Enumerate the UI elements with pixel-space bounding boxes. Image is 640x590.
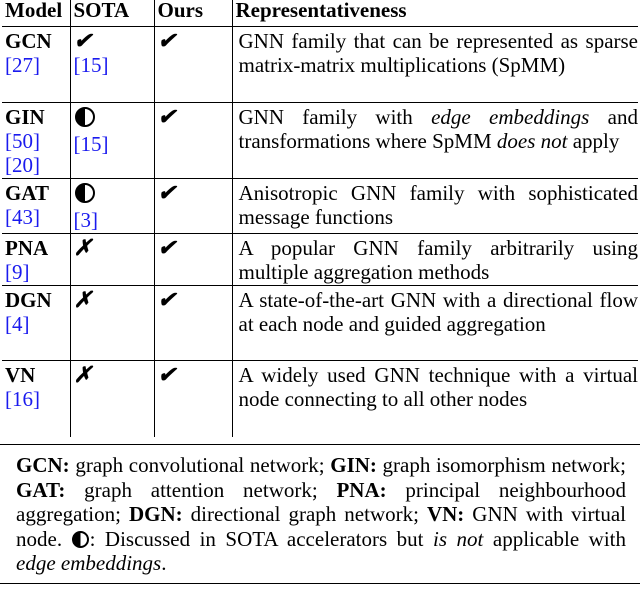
model-name: PNA xyxy=(5,236,49,260)
model-name: GCN xyxy=(5,29,52,53)
legend-emphasis: edge embeddings xyxy=(16,551,162,575)
table-header-row: Model SOTA Ours Representativeness xyxy=(2,0,638,27)
legend-def: : Discussed in SOTA accelerators but xyxy=(89,526,434,551)
sota-cell: ✗ xyxy=(70,233,155,286)
desc-emphasis: edge embeddings xyxy=(431,105,590,129)
representativeness-cell: A widely used GNN technique with a virtu… xyxy=(238,363,639,411)
ours-cell: ✔ xyxy=(154,26,233,103)
citation-link[interactable]: [3] xyxy=(73,208,99,232)
half-circle-icon xyxy=(74,107,95,127)
desc-text: apply xyxy=(567,129,620,153)
legend-term: PNA: xyxy=(336,477,387,502)
model-name: VN xyxy=(5,363,36,387)
legend-text: GCN: graph convolutional network; GIN: g… xyxy=(16,453,626,576)
legend-term: GCN: xyxy=(16,453,70,477)
model-cell: VN [16] xyxy=(2,360,71,437)
model-name: GAT xyxy=(5,181,49,205)
check-icon: ✔ xyxy=(157,287,176,312)
ours-cell: ✔ xyxy=(154,285,233,361)
representativeness-cell: A popular GNN family arbitrarily using m… xyxy=(232,233,638,286)
model-name: GIN xyxy=(5,105,45,129)
legend-term: GAT: xyxy=(16,477,66,502)
legend-def: GNN with virtual node. xyxy=(16,502,626,551)
citation-link[interactable]: [15] xyxy=(73,53,109,77)
ours-cell: ✔ xyxy=(154,233,233,286)
sota-cell: [15] xyxy=(70,102,155,179)
header-sota: SOTA xyxy=(70,0,155,27)
citation-link[interactable]: [9] xyxy=(5,260,30,284)
citation-link[interactable]: [43] xyxy=(5,205,40,229)
representativeness-cell: A state-of-the-art GNN with a directiona… xyxy=(232,285,638,361)
legend-def: directional graph network; xyxy=(182,502,427,526)
table-row: GIN [50] [20] [15] ✔ GNN family with edg… xyxy=(2,102,638,179)
check-icon: ✔ xyxy=(157,235,176,260)
citation-link[interactable]: [27] xyxy=(5,53,40,77)
cross-icon: ✗ xyxy=(73,287,92,312)
header-ours: Ours xyxy=(154,0,233,27)
legend-def: principal neighbourhood aggregation; xyxy=(16,477,626,527)
legend-def: . xyxy=(161,551,167,575)
ours-cell: ✔ xyxy=(154,360,233,437)
citation-link[interactable]: [15] xyxy=(73,132,109,156)
table-row: VN [16] ✗ ✔ A widely used GNN technique … xyxy=(2,360,639,437)
legend-def: graph convolutional network; xyxy=(69,453,331,477)
citation-link[interactable]: [4] xyxy=(5,312,30,336)
desc-text: and transformations where SpMM xyxy=(238,105,638,153)
representativeness-cell: Anisotropic GNN family with sophisticate… xyxy=(232,178,638,234)
check-icon: ✔ xyxy=(157,28,176,53)
sota-cell: ✗ xyxy=(70,285,155,361)
citation-link[interactable]: [20] xyxy=(5,153,40,177)
legend-term: GIN: xyxy=(330,453,377,477)
desc-text: GNN family with xyxy=(238,105,432,129)
model-cell: GCN [27] xyxy=(2,26,71,103)
half-circle-icon xyxy=(74,183,95,203)
comparison-table: Model SOTA Ours Representativeness GCN [… xyxy=(2,0,638,437)
legend-def: applicable with xyxy=(483,526,627,551)
model-cell: GAT [43] xyxy=(2,178,71,234)
representativeness-cell: GNN family that can be represented as sp… xyxy=(232,26,638,103)
header-model: Model xyxy=(2,0,71,27)
sota-cell: ✗ xyxy=(70,360,155,437)
representativeness-cell: GNN family with edge embeddings and tran… xyxy=(232,102,638,179)
model-name: DGN xyxy=(5,288,52,312)
citation-link[interactable]: [16] xyxy=(5,387,40,411)
model-cell: DGN [4] xyxy=(2,285,71,361)
half-circle-icon xyxy=(71,530,89,548)
table-row: GCN [27] ✔ [15] ✔ GNN family that can be… xyxy=(2,26,638,103)
legend-emphasis: is not xyxy=(433,526,484,551)
citation-link[interactable]: [50] xyxy=(5,129,40,153)
cross-icon: ✗ xyxy=(73,362,92,387)
cross-icon: ✗ xyxy=(73,235,92,260)
legend-term: DGN: xyxy=(128,502,183,526)
header-representativeness: Representativeness xyxy=(232,0,638,27)
legend-term: VN: xyxy=(426,502,465,526)
legend-def: graph isomorphism network; xyxy=(376,453,626,477)
legend-def: graph attention network; xyxy=(65,477,337,502)
desc-emphasis: does not xyxy=(496,129,568,153)
model-cell: GIN [50] [20] xyxy=(2,102,71,179)
sota-cell: ✔ [15] xyxy=(70,26,155,103)
table-legend: GCN: graph convolutional network; GIN: g… xyxy=(0,444,640,584)
model-cell: PNA [9] xyxy=(2,233,71,286)
check-icon: ✔ xyxy=(157,180,176,205)
check-icon: ✔ xyxy=(157,104,176,129)
check-icon: ✔ xyxy=(73,28,92,53)
check-icon: ✔ xyxy=(157,362,176,387)
ours-cell: ✔ xyxy=(154,102,233,179)
ours-cell: ✔ xyxy=(154,178,233,234)
sota-cell: [3] xyxy=(70,178,155,234)
table-row: DGN [4] ✗ ✔ A state-of-the-art GNN with … xyxy=(2,285,638,361)
table-row: GAT [43] [3] ✔ Anisotropic GNN family wi… xyxy=(2,178,638,234)
table-row: PNA [9] ✗ ✔ A popular GNN family arbitra… xyxy=(2,233,638,286)
